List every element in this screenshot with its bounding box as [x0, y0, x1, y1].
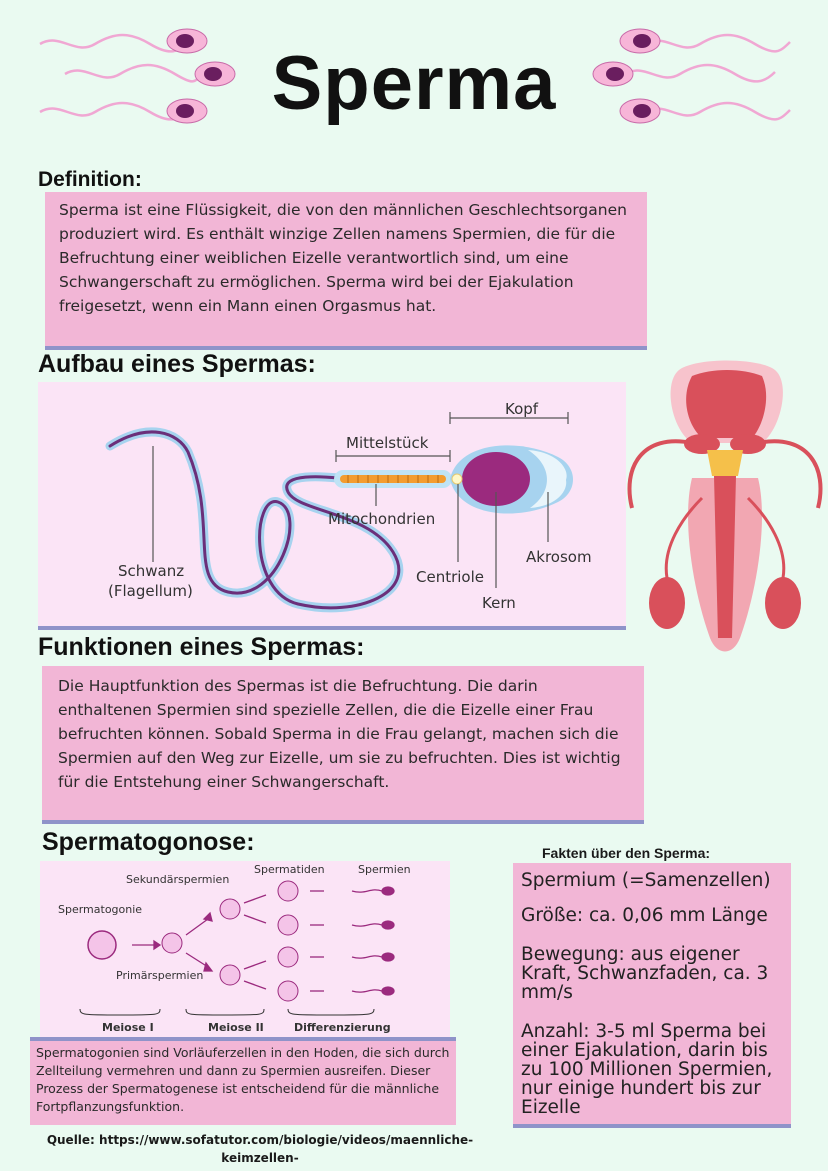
label-akrosom: Akrosom	[526, 548, 592, 566]
sperm-decoration-left-icon	[39, 28, 236, 124]
definition-text: Sperma ist eine Flüssigkeit, die von den…	[59, 201, 627, 315]
label-meiose-2: Meiose II	[208, 1021, 264, 1034]
fact-item: Anzahl: 3-5 ml Sperma bei einer Ejakulat…	[521, 1021, 773, 1118]
spermatogonose-heading: Spermatogonose:	[42, 828, 255, 856]
label-differenzierung: Differenzierung	[294, 1021, 391, 1034]
sperm-structure-diagram: Kopf Mittelstück Mitochondrien Akrosom C…	[38, 382, 626, 630]
label-spermatogonie: Spermatogonie	[58, 903, 142, 916]
label-centriole: Centriole	[416, 568, 484, 586]
male-reproductive-organ-illustration	[627, 360, 823, 652]
label-sekundaerspermien: Sekundärspermien	[126, 873, 229, 886]
page-title: Sperma	[271, 41, 557, 126]
label-mittelstueck: Mittelstück	[346, 434, 429, 452]
spermatogonose-text: Spermatogonien sind Vorläuferzellen in d…	[36, 1045, 450, 1114]
label-kopf: Kopf	[505, 400, 539, 418]
sperm-structure-svg: Kopf Mittelstück Mitochondrien Akrosom C…	[105, 400, 592, 613]
spermatogonose-text-box: Spermatogonien sind Vorläuferzellen in d…	[30, 1037, 456, 1125]
definition-heading: Definition:	[38, 168, 142, 191]
fact-item: Spermium (=Samenzellen)	[521, 870, 771, 891]
spermatogenesis-svg: Spermatogonie Primärspermien Sekundärspe…	[58, 863, 411, 1034]
quelle-line-2: keimzellen-	[221, 1151, 299, 1165]
label-flagellum: (Flagellum)	[108, 582, 193, 600]
fact-item: Bewegung: aus eigener Kraft, Schwanzfade…	[521, 944, 769, 1003]
label-mitochondrien: Mitochondrien	[328, 510, 435, 528]
label-spermatiden: Spermatiden	[254, 863, 325, 876]
funktionen-box: Die Hauptfunktion des Spermas ist die Be…	[42, 666, 644, 824]
spermatogenesis-diagram: Spermatogonie Primärspermien Sekundärspe…	[40, 861, 450, 1037]
label-kern: Kern	[482, 594, 516, 612]
quelle-line-1: Quelle: https://www.sofatutor.com/biolog…	[46, 1133, 474, 1147]
label-schwanz: Schwanz	[118, 562, 184, 580]
label-meiose-1: Meiose I	[102, 1021, 154, 1034]
sperm-decoration-right-icon	[592, 28, 791, 124]
fakten-heading: Fakten über den Sperma:	[542, 845, 711, 861]
label-spermien: Spermien	[358, 863, 411, 876]
fakten-box: Spermium (=Samenzellen) Größe: ca. 0,06 …	[513, 863, 791, 1128]
funktionen-heading: Funktionen eines Spermas:	[38, 633, 365, 661]
fact-item: Größe: ca. 0,06 mm Länge	[521, 905, 768, 926]
funktionen-text: Die Hauptfunktion des Spermas ist die Be…	[58, 677, 621, 791]
quelle: Quelle: https://www.sofatutor.com/biolog…	[40, 1131, 480, 1167]
label-primaerspermien: Primärspermien	[116, 969, 203, 982]
definition-box: Sperma ist eine Flüssigkeit, die von den…	[45, 192, 647, 350]
aufbau-heading: Aufbau eines Spermas:	[38, 350, 316, 378]
